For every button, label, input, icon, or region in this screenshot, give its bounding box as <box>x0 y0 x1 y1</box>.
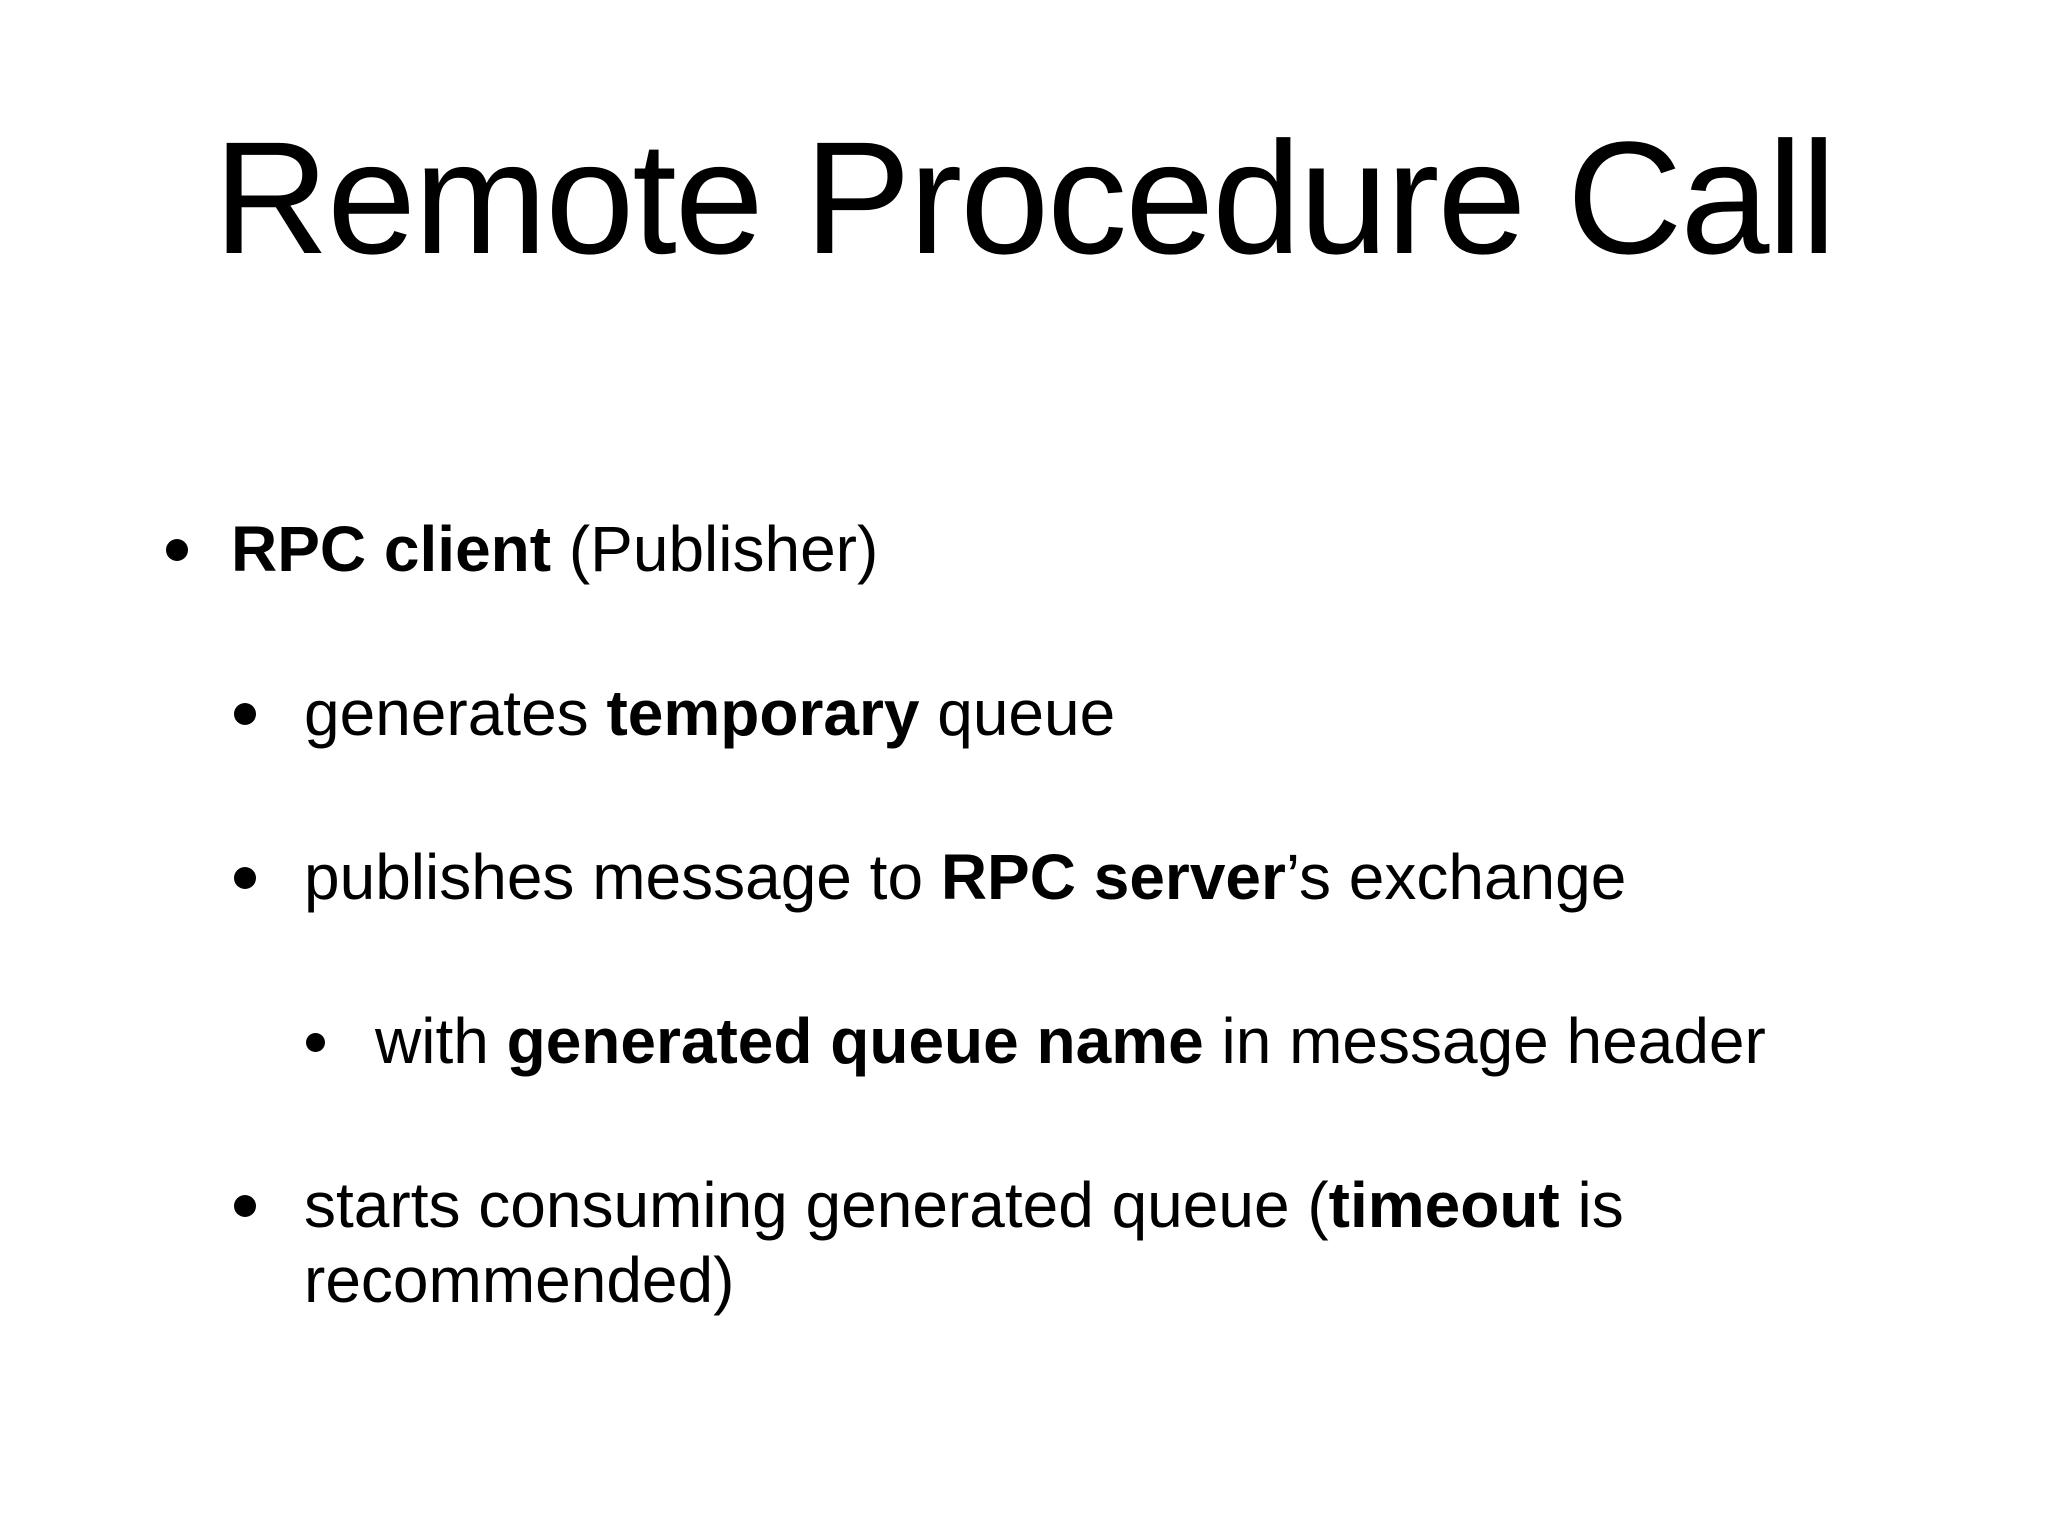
bullet-text-regular: with <box>375 1005 507 1077</box>
bullet-text: generates temporary queue <box>304 676 1115 751</box>
bullet-dot-icon <box>166 539 188 561</box>
bullet-dot-icon <box>234 1195 256 1217</box>
bullet-text: starts consuming generated queue (timeou… <box>304 1168 1624 1318</box>
bullet-item: RPC client (Publisher) <box>0 512 2048 587</box>
bullet-text: publishes message to RPC server’s exchan… <box>304 840 1626 915</box>
bullet-text-regular: (Publisher) <box>551 513 879 585</box>
bullet-list: RPC client (Publisher) generates temporar… <box>0 512 2048 1318</box>
bullet-dot-icon <box>234 867 256 889</box>
bullet-text-bold: generated queue name <box>506 1005 1204 1077</box>
bullet-text-bold: RPC client <box>231 513 552 585</box>
bullet-text-bold: timeout <box>1328 1169 1560 1241</box>
bullet-text-bold: RPC server <box>940 841 1286 913</box>
bullet-text-bold: temporary <box>606 677 920 749</box>
bullet-text-regular: recommended) <box>304 1244 735 1316</box>
bullet-item: starts consuming generated queue (timeou… <box>0 1168 2048 1318</box>
bullet-item: generates temporary queue <box>0 676 2048 751</box>
bullet-text-regular: in message header <box>1203 1005 1766 1077</box>
bullet-text-regular: starts consuming generated queue ( <box>304 1169 1329 1241</box>
bullet-item: publishes message to RPC server’s exchan… <box>0 840 2048 915</box>
bullet-text-regular: queue <box>919 677 1116 749</box>
bullet-text: RPC client (Publisher) <box>231 512 878 587</box>
bullet-text: with generated queue name in message hea… <box>375 1004 1766 1079</box>
bullet-item: with generated queue name in message hea… <box>0 1004 2048 1079</box>
bullet-dot-icon <box>306 1033 325 1052</box>
bullet-text-regular: publishes message to <box>304 841 941 913</box>
bullet-text-regular: ’s exchange <box>1285 841 1627 913</box>
bullet-dot-icon <box>234 703 256 725</box>
bullet-text-regular: generates <box>304 677 607 749</box>
bullet-text-regular: is <box>1559 1169 1624 1241</box>
slide-title: Remote Procedure Call <box>213 108 1837 287</box>
